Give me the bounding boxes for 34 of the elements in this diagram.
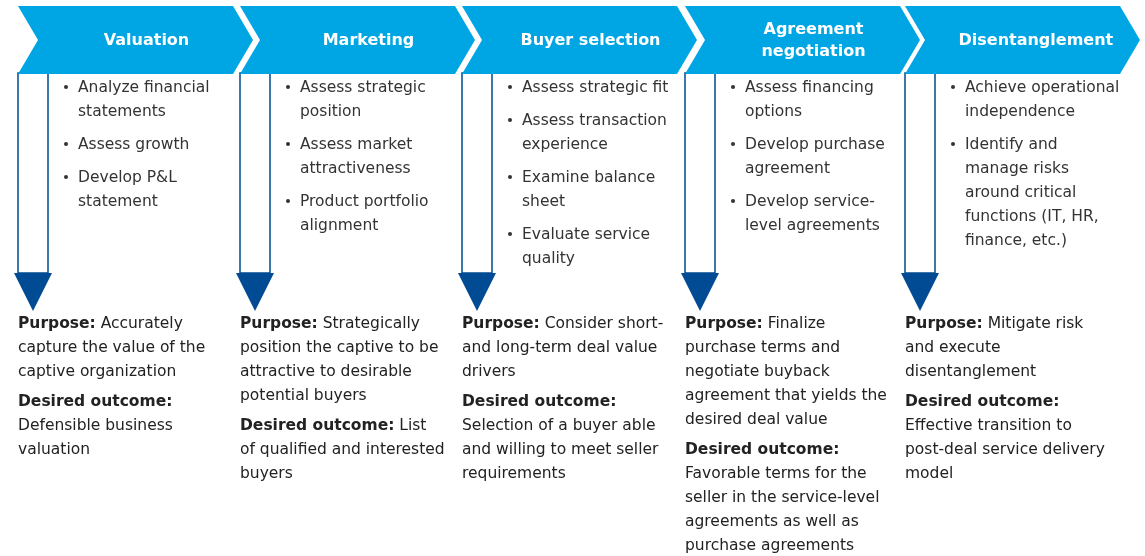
bullet-item: Examine balance sheet — [522, 167, 657, 212]
bullet-item: Develop service-level agreements — [745, 191, 881, 236]
down-arrow — [236, 72, 274, 311]
bullet-item: Product portfolio alignment — [300, 191, 430, 236]
bullet-item: Identify and manage risks around critical functions (IT, HR, finance, etc.) — [965, 134, 1100, 251]
phase-title: Agreement negotiation — [760, 18, 867, 62]
phase-title: Valuation — [102, 29, 190, 51]
outcome-text: Desired outcome: Defensible business valuation — [18, 391, 174, 460]
purpose-text: Purpose: Strategically position the captive to be attractive to desirable potential buyers — [240, 313, 440, 406]
purpose-text: Purpose: Consider short- and long-term deal value drivers — [462, 313, 665, 382]
bullet-item: Assess financing options — [745, 77, 875, 122]
bullet-item: Assess growth — [78, 134, 191, 155]
bullet-item: Assess market attractiveness — [300, 134, 414, 179]
down-arrow — [14, 72, 52, 311]
phase-title: Buyer selection — [519, 29, 661, 51]
outcome-text: Desired outcome: Favorable terms for the seller in the service-level agreements as well as purchase agreements — [685, 439, 881, 556]
purpose-text: Purpose: Accurately capture the value of the captive organization — [18, 313, 207, 382]
bullet-item: Achieve operational independence — [965, 77, 1121, 122]
bullet-item: Develop purchase agreement — [745, 134, 886, 179]
purpose-text: Purpose: Finalize purchase terms and negotiate buyback agreement that yields the desired deal value — [685, 313, 888, 430]
purpose-text: Purpose: Mitigate risk and execute disentanglement — [905, 313, 1085, 382]
bullet-item: Assess transaction experience — [522, 110, 668, 155]
bullet-item: Evaluate service quality — [522, 224, 652, 269]
bullet-item: Analyze financial statements — [78, 77, 211, 122]
outcome-text: Desired outcome: List of qualified and interested buyers — [240, 415, 445, 484]
down-arrow — [458, 72, 496, 311]
outcome-text: Desired outcome: Effective transition to post-deal service delivery model — [905, 391, 1106, 484]
down-arrow — [681, 72, 719, 311]
outcome-text: Desired outcome: Selection of a buyer able and willing to meet seller requirements — [462, 391, 660, 484]
bullet-item: Assess strategic fit — [522, 77, 670, 98]
bullet-item: Develop P&L statement — [78, 167, 178, 212]
phase-title: Marketing — [321, 29, 415, 51]
bullet-item: Assess strategic position — [300, 77, 427, 122]
down-arrow — [901, 72, 939, 311]
